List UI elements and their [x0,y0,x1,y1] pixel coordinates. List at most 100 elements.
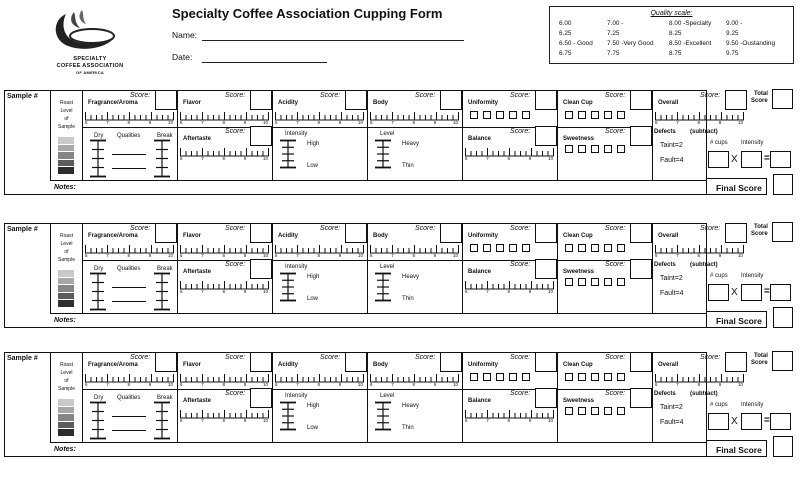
total-score-box[interactable] [772,222,793,242]
score-box[interactable] [345,352,367,372]
cup-checkbox[interactable] [591,244,599,252]
score-box[interactable] [535,223,557,243]
qualities-line[interactable] [112,430,146,431]
cup-checkbox[interactable] [522,111,530,119]
score-box[interactable] [630,259,652,279]
cups-box[interactable] [708,413,729,430]
cup-checkbox[interactable] [604,244,612,252]
qualities-line[interactable] [112,416,146,417]
cup-checkbox[interactable] [509,373,517,381]
cup-checkbox[interactable] [565,407,573,415]
cup-checkbox[interactable] [565,111,573,119]
score-box[interactable] [440,90,462,110]
score-box[interactable] [155,223,177,243]
score-box[interactable] [725,352,747,372]
roast-swatch[interactable] [58,429,74,436]
cup-checkbox[interactable] [591,407,599,415]
roast-swatch[interactable] [58,152,74,159]
cup-checkbox[interactable] [565,278,573,286]
score-box[interactable] [250,259,272,279]
cup-checkbox[interactable] [565,373,573,381]
cup-checkbox[interactable] [496,244,504,252]
cup-checkbox[interactable] [578,278,586,286]
cup-checkbox[interactable] [617,278,625,286]
cup-checkbox[interactable] [470,373,478,381]
cup-checkbox[interactable] [591,373,599,381]
score-box[interactable] [535,126,557,146]
cup-checkbox[interactable] [483,373,491,381]
cup-checkbox[interactable] [617,111,625,119]
total-score-box[interactable] [772,351,793,371]
score-box[interactable] [630,126,652,146]
score-box[interactable] [535,352,557,372]
cup-checkbox[interactable] [617,145,625,153]
roast-swatch[interactable] [58,399,74,406]
cup-checkbox[interactable] [496,373,504,381]
roast-swatch[interactable] [58,137,74,144]
cup-checkbox[interactable] [604,407,612,415]
cup-checkbox[interactable] [565,244,573,252]
score-box[interactable] [250,352,272,372]
score-box[interactable] [440,352,462,372]
cup-checkbox[interactable] [578,145,586,153]
cup-checkbox[interactable] [496,111,504,119]
qualities-line[interactable] [112,154,146,155]
score-box[interactable] [155,352,177,372]
roast-swatch[interactable] [58,159,74,166]
score-box[interactable] [535,90,557,110]
cup-checkbox[interactable] [617,244,625,252]
cup-checkbox[interactable] [565,145,573,153]
roast-swatch[interactable] [58,285,74,292]
cup-checkbox[interactable] [578,244,586,252]
final-score-box[interactable] [773,174,793,195]
defects-total-box[interactable] [770,151,791,168]
cups-box[interactable] [708,151,729,168]
intensity-box[interactable] [741,413,762,430]
date-field[interactable] [202,61,327,63]
score-box[interactable] [250,90,272,110]
cup-checkbox[interactable] [604,111,612,119]
cup-checkbox[interactable] [470,244,478,252]
final-score-box[interactable] [773,307,793,328]
score-box[interactable] [630,223,652,243]
qualities-line[interactable] [112,287,146,288]
roast-swatch[interactable] [58,300,74,307]
cup-checkbox[interactable] [509,111,517,119]
cup-checkbox[interactable] [578,407,586,415]
roast-swatch[interactable] [58,292,74,299]
cup-checkbox[interactable] [604,373,612,381]
intensity-box[interactable] [741,151,762,168]
score-box[interactable] [440,223,462,243]
roast-swatch[interactable] [58,406,74,413]
defects-total-box[interactable] [770,284,791,301]
total-score-box[interactable] [772,89,793,109]
cup-checkbox[interactable] [509,244,517,252]
roast-swatch[interactable] [58,414,74,421]
intensity-box[interactable] [741,284,762,301]
cups-box[interactable] [708,284,729,301]
score-box[interactable] [630,90,652,110]
cup-checkbox[interactable] [578,111,586,119]
score-box[interactable] [345,223,367,243]
qualities-line[interactable] [112,301,146,302]
cup-checkbox[interactable] [617,373,625,381]
score-box[interactable] [345,90,367,110]
cup-checkbox[interactable] [604,145,612,153]
roast-swatch[interactable] [58,277,74,284]
qualities-line[interactable] [112,168,146,169]
name-field[interactable] [202,39,464,41]
defects-total-box[interactable] [770,413,791,430]
cup-checkbox[interactable] [591,111,599,119]
cup-checkbox[interactable] [483,244,491,252]
roast-swatch[interactable] [58,421,74,428]
cup-checkbox[interactable] [522,373,530,381]
score-box[interactable] [155,90,177,110]
score-box[interactable] [250,126,272,146]
score-box[interactable] [630,388,652,408]
cup-checkbox[interactable] [470,111,478,119]
cup-checkbox[interactable] [617,407,625,415]
cup-checkbox[interactable] [591,145,599,153]
cup-checkbox[interactable] [522,244,530,252]
score-box[interactable] [535,388,557,408]
final-score-box[interactable] [773,436,793,457]
